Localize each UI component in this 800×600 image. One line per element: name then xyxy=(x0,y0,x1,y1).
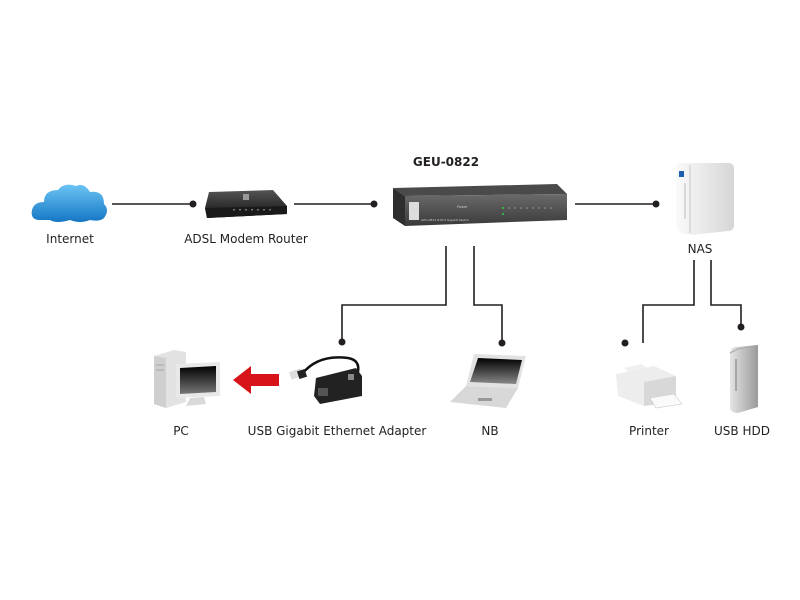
connector-dot xyxy=(189,200,197,208)
external-hdd-icon xyxy=(729,345,759,413)
node-label-adapter: USB Gigabit Ethernet Adapter xyxy=(247,424,427,438)
node-label-modem: ADSL Modem Router xyxy=(184,232,308,246)
switch-model-title: GEU-0822 xyxy=(412,155,480,169)
node-label-pc: PC xyxy=(173,424,189,438)
cloud-icon xyxy=(31,184,107,222)
printer-icon xyxy=(616,364,683,409)
node-label-nb: NB xyxy=(481,424,499,438)
usb-adapter-icon xyxy=(289,356,362,404)
link-nas-hdd xyxy=(710,260,742,327)
svg-text:GEU-0822 8-Port Gigabit Switch: GEU-0822 8-Port Gigabit Switch xyxy=(421,218,469,222)
connector-dot xyxy=(370,200,378,208)
connector-dot xyxy=(498,339,506,347)
laptop-icon xyxy=(450,354,526,408)
node-label-hdd: USB HDD xyxy=(714,424,770,438)
router-icon xyxy=(205,190,287,218)
node-label-printer: Printer xyxy=(629,424,669,438)
svg-text:Power: Power xyxy=(457,205,468,209)
connector-dot xyxy=(338,338,346,346)
switch-icon: Power GEU-0822 8-Port Gigabit Switch xyxy=(393,184,567,226)
connector-dot xyxy=(621,339,629,347)
link-switch-nb xyxy=(473,246,503,343)
connector-dot xyxy=(652,200,660,208)
node-label-internet: Internet xyxy=(46,232,94,246)
arrow-left-icon xyxy=(233,366,279,394)
node-label-nas: NAS xyxy=(687,242,713,256)
link-nas-printer xyxy=(642,260,695,343)
link-switch-adapter xyxy=(341,246,447,342)
connector-dot xyxy=(737,323,745,331)
nas-icon xyxy=(676,163,734,235)
desktop-pc-icon xyxy=(154,350,220,408)
